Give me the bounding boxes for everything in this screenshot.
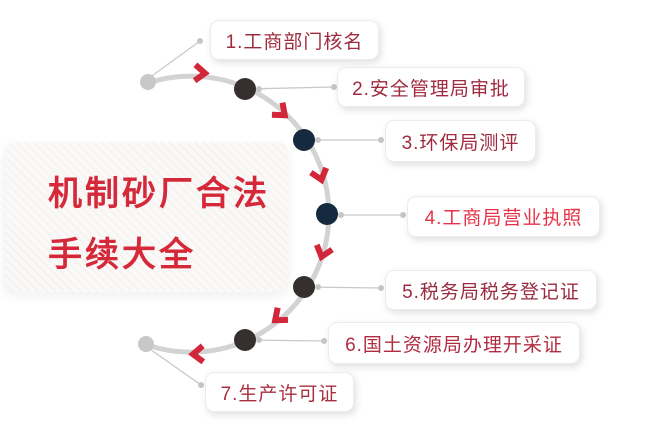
connector-line-1 — [148, 40, 201, 79]
connector-dots — [197, 38, 406, 388]
step-node-4 — [316, 203, 338, 225]
connector-dot-box-3 — [378, 137, 384, 143]
arrow-3-icon — [309, 166, 329, 185]
node-end — [138, 336, 154, 352]
node-start — [140, 74, 156, 90]
arrow-5-icon — [271, 307, 289, 324]
connector-dot-node-2 — [256, 86, 262, 92]
step-node-6 — [234, 329, 256, 351]
connector-dot-box-1 — [197, 38, 203, 44]
connector-dot-box-7 — [198, 382, 204, 388]
step-node-5 — [293, 276, 315, 298]
connector-dot-box-2 — [331, 84, 337, 90]
title-panel — [4, 142, 288, 292]
step-label-5: 5.税务局税务登记证 — [385, 270, 597, 310]
connector-dot-box-5 — [378, 285, 384, 291]
step-node-3 — [293, 129, 315, 151]
arrow-2-icon — [271, 102, 289, 119]
arrow-1-icon — [192, 62, 210, 84]
connector-dot-node-6 — [256, 337, 262, 343]
connector-dot-node-3 — [315, 137, 321, 143]
step-label-4: 4.工商局营业执照 — [407, 196, 600, 237]
arrow-6-icon — [188, 343, 206, 365]
step-label-7: 7.生产许可证 — [205, 372, 354, 412]
step-node-2 — [234, 78, 256, 100]
page-title-line-2: 手续大全 — [48, 236, 196, 274]
page-title-line-1: 机制砂厂合法 — [48, 175, 270, 213]
direction-arrows — [188, 62, 334, 365]
connector-line-7 — [146, 346, 202, 386]
step-label-1: 1.工商部门核名 — [210, 20, 379, 60]
connector-dot-node-4 — [338, 212, 344, 218]
step-label-6: 6.国土资源局办理开采证 — [328, 322, 580, 364]
connector-dot-node-5 — [315, 284, 321, 290]
step-label-3: 3.环保局测评 — [385, 120, 536, 162]
connector-dot-box-4 — [400, 212, 406, 218]
connector-dot-box-6 — [321, 338, 327, 344]
arrow-4-icon — [314, 243, 334, 262]
step-label-2: 2.安全管理局审批 — [337, 67, 525, 107]
